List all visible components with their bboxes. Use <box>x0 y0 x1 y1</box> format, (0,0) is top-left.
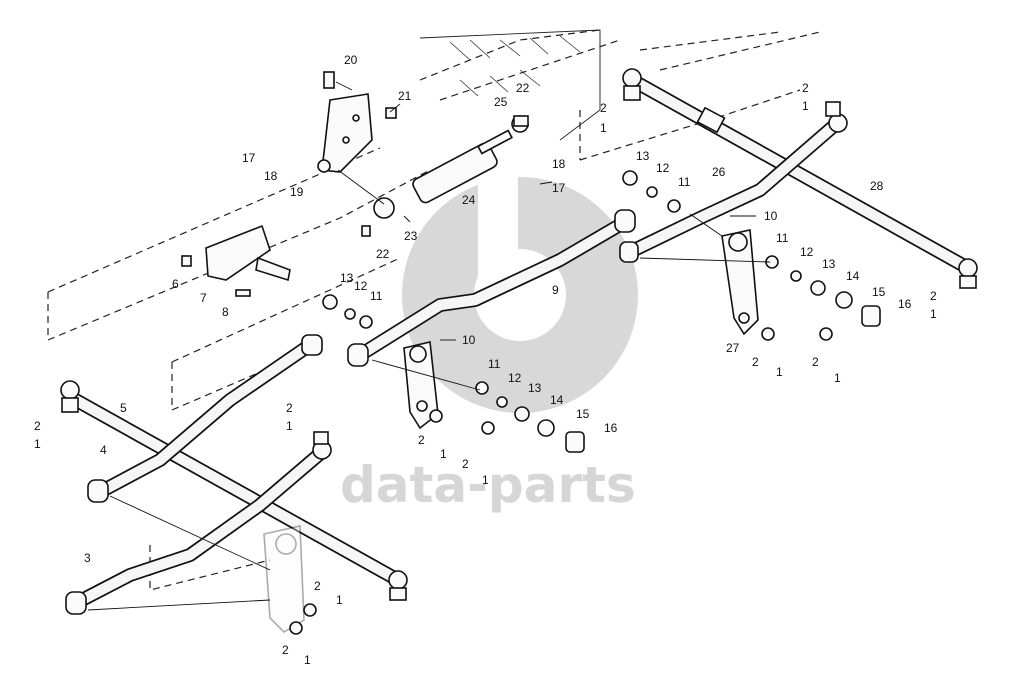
callout-label: 15 <box>872 285 886 299</box>
callout-label: 2 <box>812 355 819 369</box>
callout-label: 2 <box>314 579 321 593</box>
callout-label: 16 <box>604 421 618 435</box>
callout-label: 13 <box>528 381 542 395</box>
callout-label: 2 <box>418 433 425 447</box>
leader-lines <box>87 81 771 611</box>
callout-label: 11 <box>370 289 383 303</box>
callout-label: 1 <box>482 473 489 487</box>
callout-label: 16 <box>898 297 912 311</box>
callout-labels: 20 21 22 25 17 18 19 24 23 22 18 17 13 1… <box>34 53 937 667</box>
callout-label: 13 <box>636 149 650 163</box>
callout-label: 1 <box>930 307 937 321</box>
power-cylinder-24 <box>412 115 529 204</box>
drag-link-9 <box>347 209 636 367</box>
callout-label: 14 <box>846 269 860 283</box>
callout-label: 1 <box>834 371 841 385</box>
callout-label: 24 <box>462 193 476 207</box>
callout-label: 23 <box>404 229 418 243</box>
idler-arm-27 <box>721 229 759 336</box>
callout-label: 1 <box>286 419 293 433</box>
callout-label: 4 <box>100 443 107 457</box>
callout-label: 2 <box>286 401 293 415</box>
ball-joint-23 <box>361 197 395 237</box>
callout-label: 12 <box>354 279 368 293</box>
callout-label: 1 <box>776 365 783 379</box>
callout-label: 1 <box>600 121 607 135</box>
callout-label: 22 <box>376 247 390 261</box>
callout-label: 1 <box>34 437 41 451</box>
callout-label: 27 <box>726 341 740 355</box>
callout-label: 17 <box>242 151 256 165</box>
callout-label: 17 <box>552 181 566 195</box>
callout-label: 13 <box>822 257 836 271</box>
callout-label: 1 <box>336 593 343 607</box>
tie-rod-5 <box>60 380 408 601</box>
callout-label: 10 <box>764 209 778 223</box>
callout-label: 1 <box>440 447 447 461</box>
callout-label: 2 <box>802 81 809 95</box>
callout-label: 19 <box>290 185 304 199</box>
watermark: data-parts <box>340 176 638 514</box>
callout-label: 20 <box>344 53 358 67</box>
callout-label: 10 <box>462 333 476 347</box>
idler-arm-lower <box>403 341 439 430</box>
callout-label: 2 <box>282 643 289 657</box>
tie-rod-28 <box>622 68 978 289</box>
hardware-stacks <box>289 170 881 635</box>
callout-label: 11 <box>488 357 501 371</box>
callout-label: 12 <box>656 161 670 175</box>
callout-label: 26 <box>712 165 726 179</box>
callout-label: 18 <box>264 169 278 183</box>
callout-label: 21 <box>398 89 412 103</box>
callout-label: 1 <box>802 99 809 113</box>
tie-rod-26 <box>619 101 848 263</box>
callout-label: 2 <box>600 101 607 115</box>
callout-label: 9 <box>552 283 559 297</box>
callout-label: 1 <box>304 653 311 667</box>
chassis-outline <box>47 29 821 591</box>
callout-label: 28 <box>870 179 884 193</box>
bracket-19 <box>317 71 397 173</box>
callout-label: 11 <box>678 175 691 189</box>
callout-label: 2 <box>930 289 937 303</box>
callout-label: 2 <box>752 355 759 369</box>
tie-rod-3 <box>65 431 332 615</box>
callout-label: 22 <box>516 81 530 95</box>
callout-label: 12 <box>800 245 814 259</box>
pitman-arm-faded <box>263 525 305 634</box>
callout-label: 25 <box>494 95 508 109</box>
callout-label: 15 <box>576 407 590 421</box>
callout-label: 5 <box>120 401 127 415</box>
callout-label: 6 <box>172 277 179 291</box>
callout-label: 13 <box>340 271 354 285</box>
callout-label: 7 <box>200 291 207 305</box>
callout-label: 8 <box>222 305 229 319</box>
callout-label: 11 <box>776 231 789 245</box>
callout-label: 14 <box>550 393 564 407</box>
bracket-7 <box>181 224 291 297</box>
watermark-text: data-parts <box>340 456 636 514</box>
callout-label: 12 <box>508 371 522 385</box>
callout-label: 18 <box>552 157 566 171</box>
callout-label: 3 <box>84 551 91 565</box>
tie-rod-4 <box>87 334 323 503</box>
callout-label: 2 <box>34 419 41 433</box>
callout-label: 2 <box>462 457 469 471</box>
